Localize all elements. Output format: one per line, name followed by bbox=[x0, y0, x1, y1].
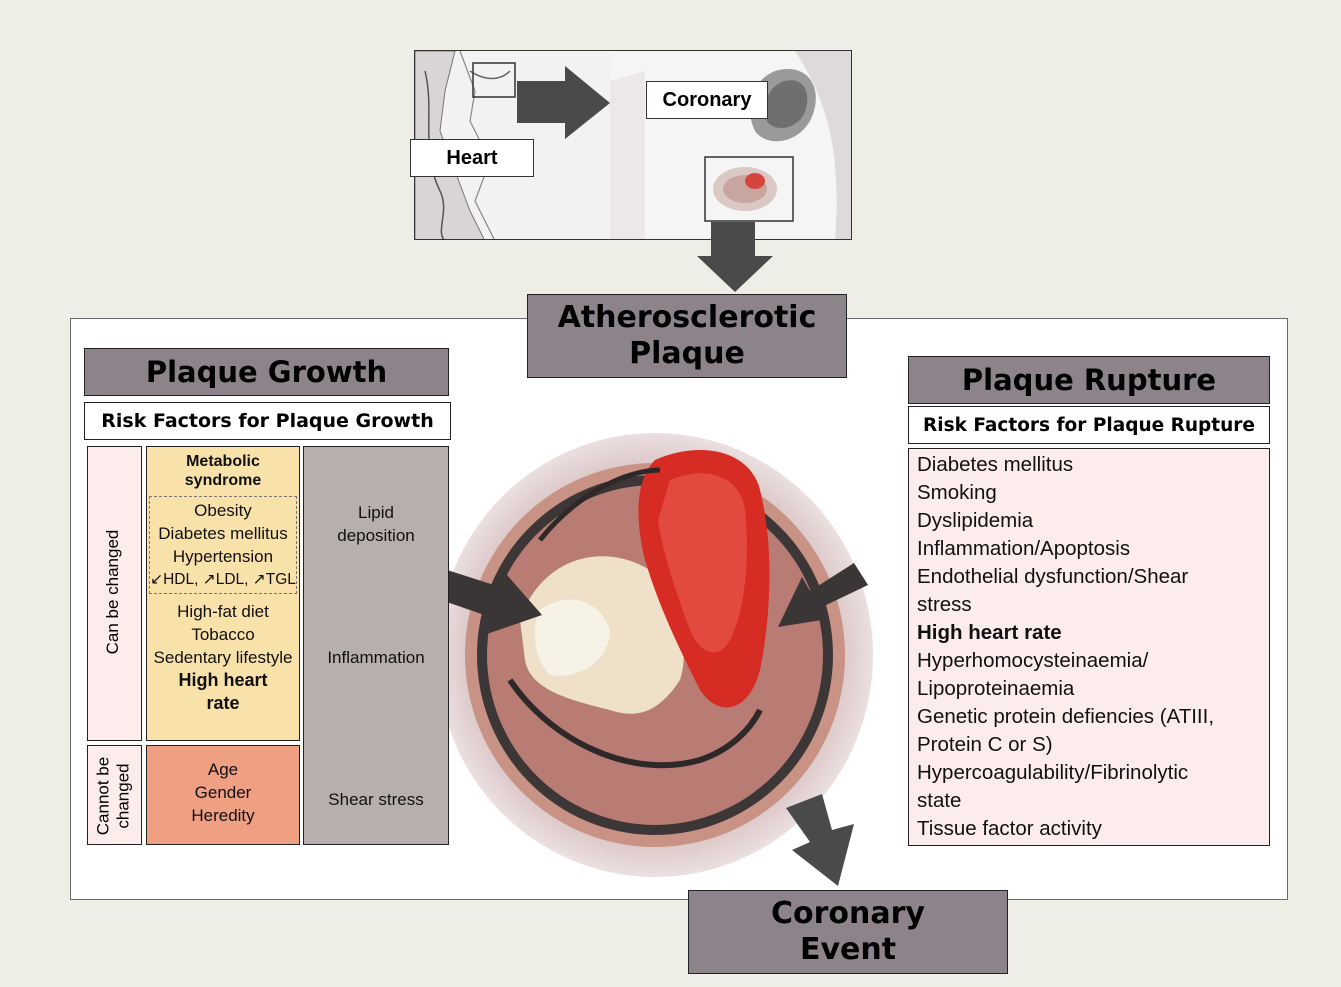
fixed-factor-item: Heredity bbox=[147, 804, 299, 827]
rupture-risk-item: Hyperhomocysteinaemia/ bbox=[917, 647, 1261, 675]
mechanism-lipid-deposition: Lipid deposition bbox=[304, 501, 448, 547]
hdl-text: HDL, bbox=[163, 571, 198, 588]
rupture-risk-item: Endothelial dysfunction/Shear bbox=[917, 563, 1261, 591]
heart-label: Heart bbox=[410, 139, 534, 177]
metabolic-syndrome-box: Obesity Diabetes mellitus Hypertension ↙… bbox=[149, 496, 297, 594]
down-arrow-top bbox=[695, 222, 775, 294]
mechanism-inflammation: Inflammation bbox=[304, 646, 448, 669]
cannot-be-changed-column: Cannot be changed bbox=[87, 745, 142, 845]
fixed-factor-item: Gender bbox=[147, 781, 299, 804]
metabolic-item: Diabetes mellitus bbox=[150, 522, 296, 545]
modifiable-factors-box: Metabolic syndrome Obesity Diabetes mell… bbox=[146, 446, 300, 741]
plaque-growth-header: Plaque Growth bbox=[84, 348, 449, 396]
event-title-line2: Event bbox=[800, 932, 896, 968]
lipid-profile-item: ↙HDL, ↗LDL, ↗TGL bbox=[150, 568, 296, 591]
metabolic-line2: syndrome bbox=[185, 472, 261, 489]
metabolic-line1: Metabolic bbox=[186, 453, 260, 470]
rupture-risk-item: Inflammation/Apoptosis bbox=[917, 535, 1261, 563]
cannot-be-changed-line2: changed bbox=[114, 763, 133, 828]
rupture-risk-item: stress bbox=[917, 591, 1261, 619]
mechanism-shear-stress: Shear stress bbox=[304, 788, 448, 811]
heart-rate-line2: rate bbox=[206, 693, 239, 713]
lifestyle-item: Tobacco bbox=[147, 623, 299, 646]
lifestyle-item: Sedentary lifestyle bbox=[147, 646, 299, 669]
rupture-risk-header: Risk Factors for Plaque Rupture bbox=[908, 406, 1270, 444]
atherosclerotic-plaque-header: Atherosclerotic Plaque bbox=[527, 294, 847, 378]
mechanisms-column: Lipid deposition Inflammation Shear stre… bbox=[303, 446, 449, 845]
coronary-event-header: Coronary Event bbox=[688, 890, 1008, 974]
heart-rate-line1: High heart bbox=[178, 670, 267, 690]
fixed-factors-box: Age Gender Heredity bbox=[146, 745, 300, 845]
rupture-risk-item: Diabetes mellitus bbox=[917, 451, 1261, 479]
rupture-arrow bbox=[778, 555, 870, 637]
metabolic-item: Obesity bbox=[150, 499, 296, 522]
plaque-title-line2: Plaque bbox=[629, 336, 745, 372]
plaque-title-line1: Atherosclerotic bbox=[558, 300, 817, 336]
cannot-be-changed-label: Cannot be changed bbox=[94, 749, 134, 844]
event-arrow bbox=[782, 790, 858, 890]
coronary-label: Coronary bbox=[646, 81, 768, 119]
can-be-changed-label: Can be changed bbox=[103, 507, 123, 677]
rupture-risk-item: Tissue factor activity bbox=[917, 815, 1261, 843]
rupture-risk-item: Smoking bbox=[917, 479, 1261, 507]
rupture-risk-item: state bbox=[917, 787, 1261, 815]
ldl-text: LDL, bbox=[216, 571, 249, 588]
zoom-arrow bbox=[517, 66, 610, 139]
growth-arrow bbox=[444, 555, 544, 637]
metabolic-item: Hypertension bbox=[150, 545, 296, 568]
plaque-rupture-header: Plaque Rupture bbox=[908, 356, 1270, 404]
rupture-risk-item: Protein C or S) bbox=[917, 731, 1261, 759]
rupture-risk-item-highlight: High heart rate bbox=[917, 619, 1261, 647]
growth-risk-header: Risk Factors for Plaque Growth bbox=[84, 402, 451, 440]
hdl-down-icon: ↙ bbox=[150, 571, 163, 588]
tgl-text: TGL bbox=[266, 571, 296, 588]
ldl-up-icon: ↗ bbox=[203, 571, 216, 588]
rupture-risk-list: Diabetes mellitus Smoking Dyslipidemia I… bbox=[908, 448, 1270, 846]
lipid-line1: Lipid bbox=[358, 503, 394, 522]
can-be-changed-column: Can be changed bbox=[87, 446, 142, 741]
tgl-up-icon: ↗ bbox=[253, 571, 266, 588]
rupture-risk-item: Genetic protein defiencies (ATIII, bbox=[917, 703, 1261, 731]
metabolic-syndrome-title: Metabolic syndrome bbox=[147, 452, 299, 490]
high-heart-rate-factor: High heart rate bbox=[147, 669, 299, 715]
event-title-line1: Coronary bbox=[771, 896, 925, 932]
rupture-risk-item: Lipoproteinaemia bbox=[917, 675, 1261, 703]
lipid-line2: deposition bbox=[337, 526, 415, 545]
lifestyle-item: High-fat diet bbox=[147, 600, 299, 623]
cannot-be-changed-line1: Cannot be bbox=[94, 757, 113, 835]
rupture-risk-item: Dyslipidemia bbox=[917, 507, 1261, 535]
rupture-risk-item: Hypercoagulability/Fibrinolytic bbox=[917, 759, 1261, 787]
fixed-factor-item: Age bbox=[147, 758, 299, 781]
